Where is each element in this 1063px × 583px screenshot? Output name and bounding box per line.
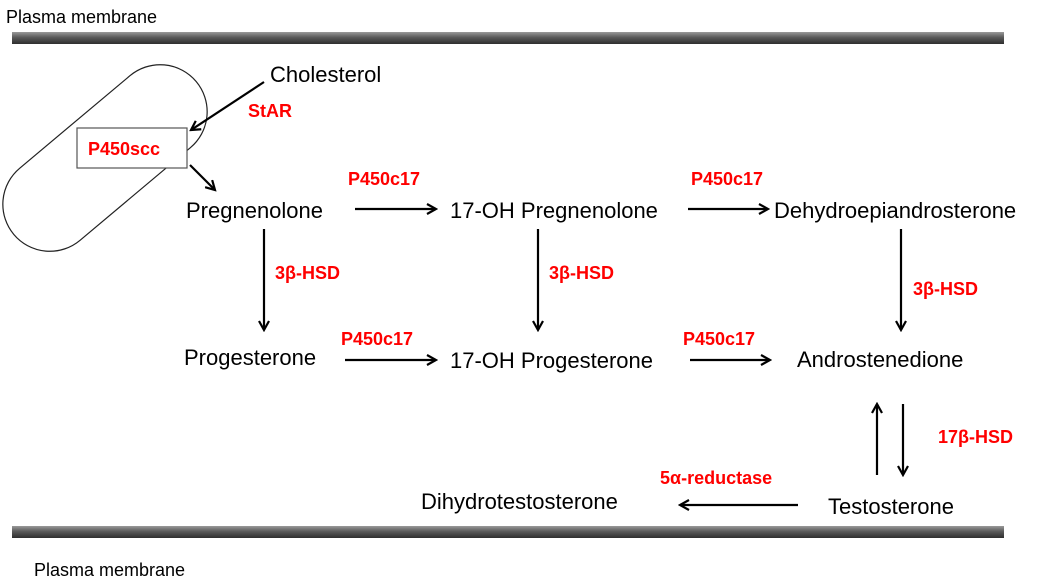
17b-hsd-enzyme-label: 17β-HSD: [938, 427, 1014, 447]
3b-hsd-enzyme-label-2: 3β-HSD: [549, 263, 614, 283]
cholesterol-label: Cholesterol: [270, 62, 382, 87]
p450c17-enzyme-label-3: P450c17: [341, 329, 414, 349]
top-plasma-membrane: [12, 32, 1004, 44]
testosterone-label: Testosterone: [828, 494, 954, 519]
progesterone-label: Progesterone: [184, 345, 317, 370]
pregnenolone-label: Pregnenolone: [186, 198, 324, 223]
3b-hsd-enzyme-label-1: 3β-HSD: [275, 263, 340, 283]
top-membrane-label: Plasma membrane: [6, 7, 158, 27]
mitochondrion-outline: [2, 64, 208, 252]
p450scc-enzyme-label: P450scc: [88, 139, 161, 159]
bottom-membrane-label: Plasma membrane: [34, 560, 186, 580]
5a-reductase-enzyme-label: 5α-reductase: [660, 468, 773, 488]
arrow-p450scc-to-pregnenolone: [189, 164, 215, 190]
dihydrotestosterone-label: Dihydrotestosterone: [421, 489, 618, 514]
p450scc-box: [76, 127, 188, 169]
p450c17-enzyme-label-4: P450c17: [683, 329, 756, 349]
17oh-pregnenolone-label: 17-OH Pregnenolone: [450, 198, 658, 223]
p450c17-enzyme-label-1: P450c17: [348, 169, 421, 189]
dehydroepiandrosterone-label: Dehydroepiandrosterone: [774, 198, 1017, 223]
p450c17-enzyme-label-2: P450c17: [691, 169, 764, 189]
star-enzyme-label: StAR: [248, 101, 292, 121]
3b-hsd-enzyme-label-3: 3β-HSD: [913, 279, 978, 299]
arrow-cholesterol-to-p450scc: [191, 81, 265, 130]
17oh-progesterone-label: 17-OH Progesterone: [450, 348, 653, 373]
bottom-plasma-membrane: [12, 526, 1004, 538]
androstenedione-label: Androstenedione: [797, 347, 964, 372]
